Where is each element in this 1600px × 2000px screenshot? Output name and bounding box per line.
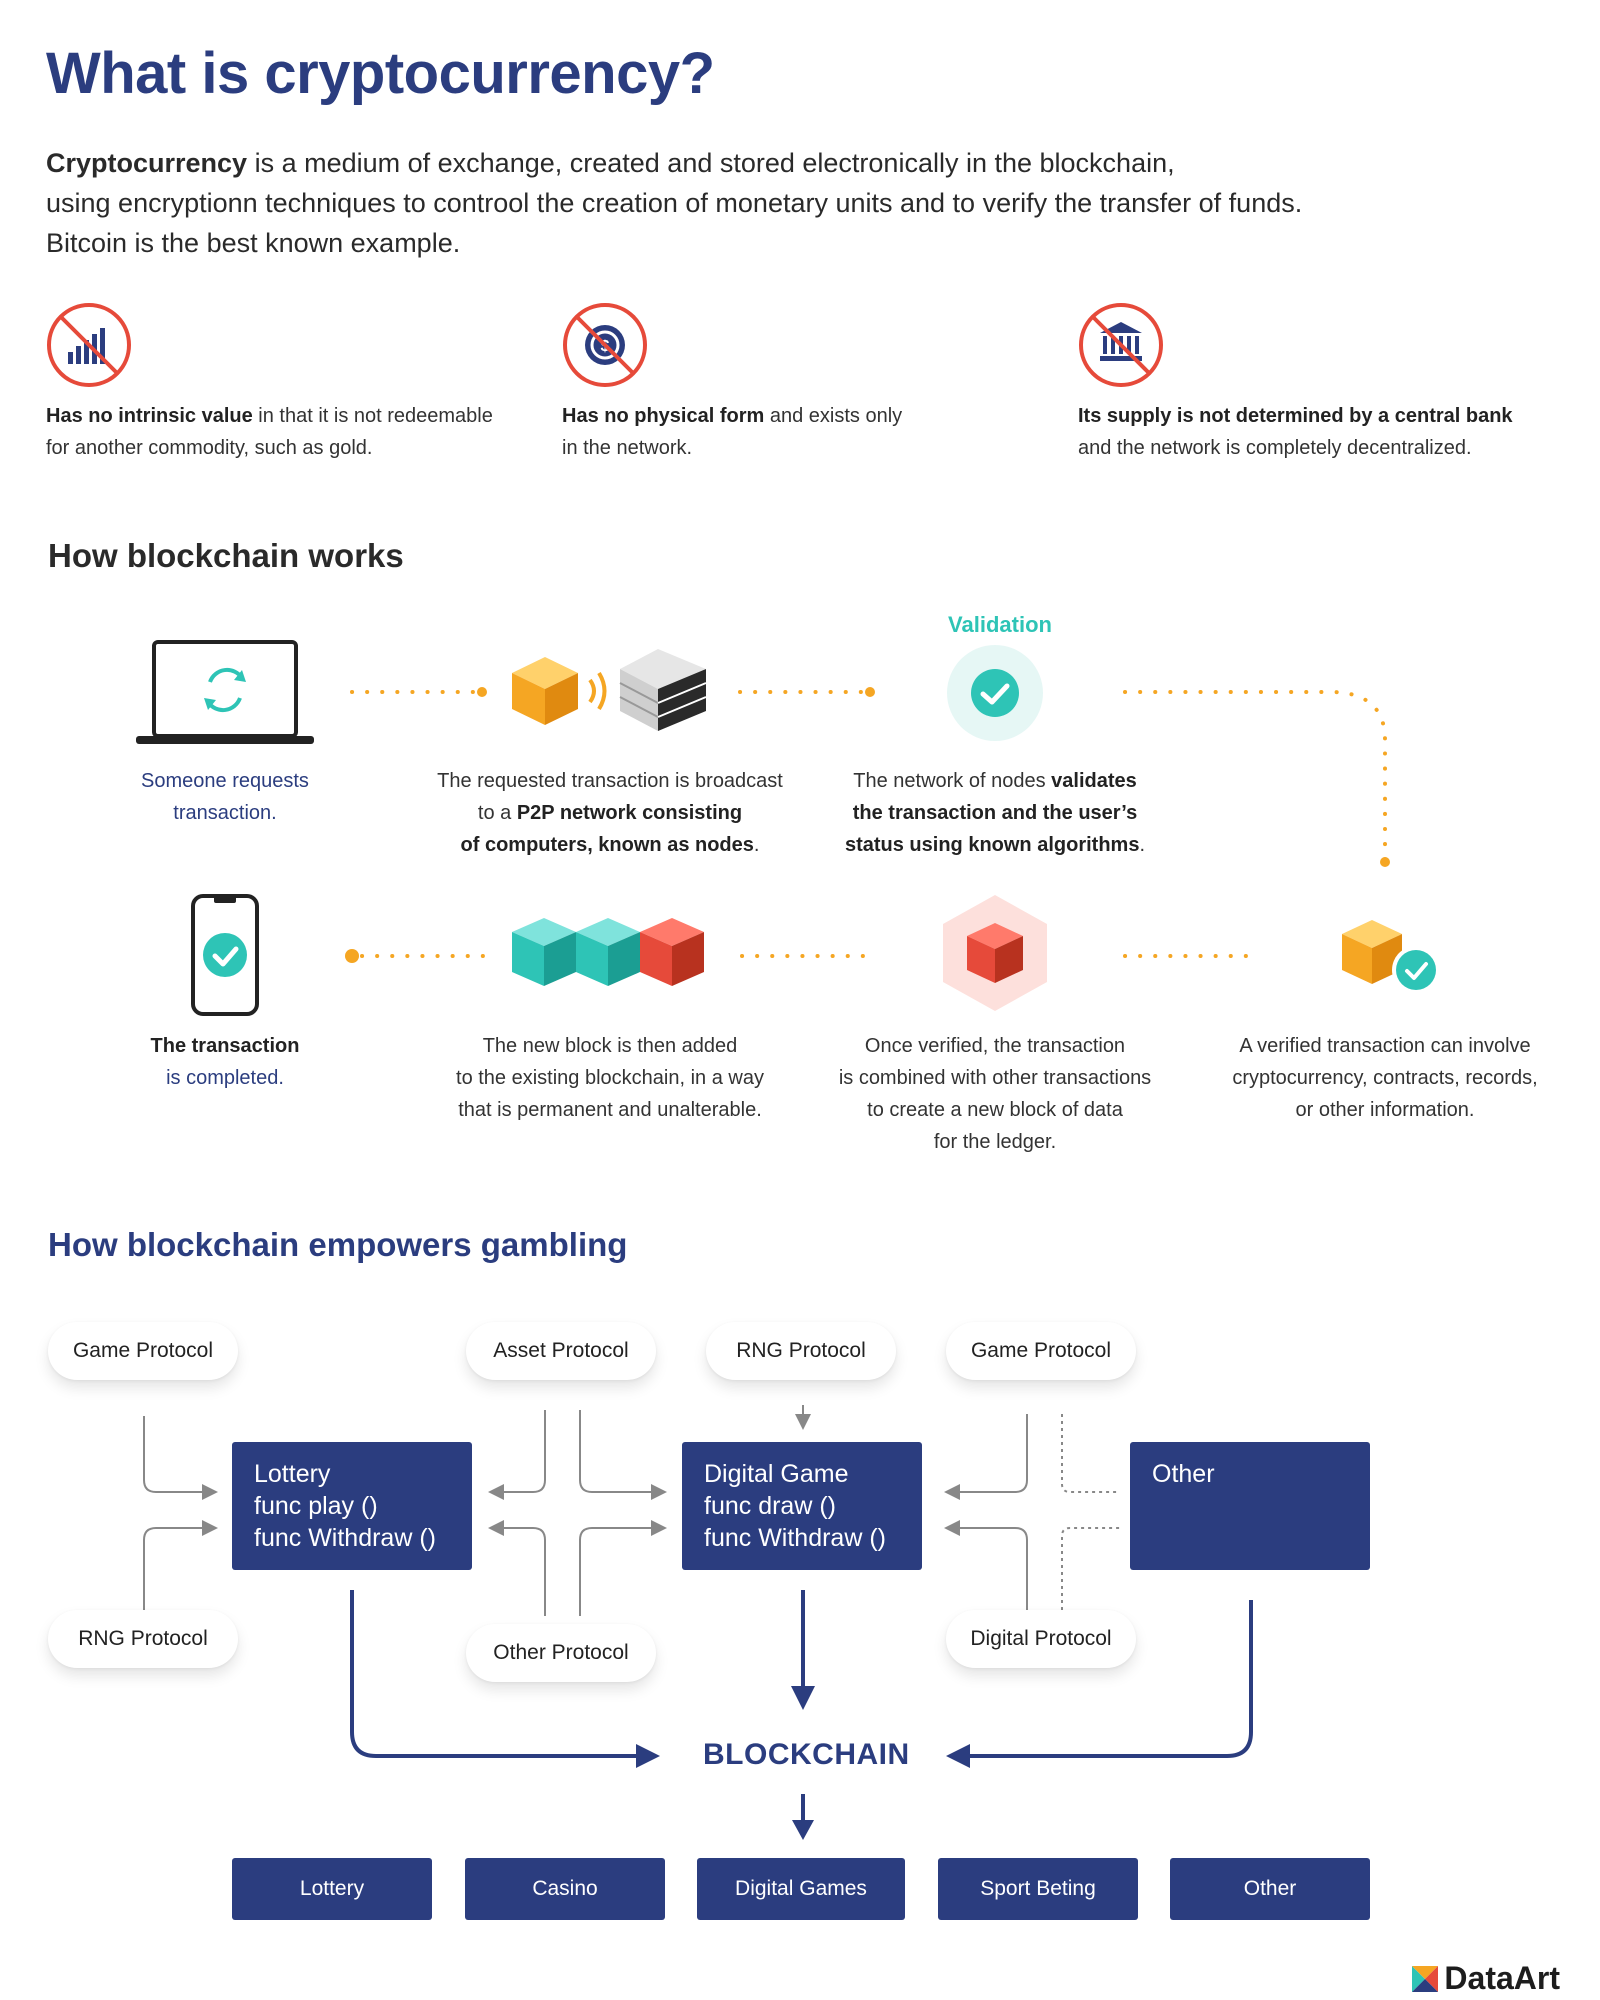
lottery-contract-box: Lottery func play () func Withdraw (): [232, 1442, 472, 1570]
verified-cube-icon: [1340, 916, 1450, 1001]
broadcast-cube-servers-icon: [510, 645, 710, 740]
rng-protocol-pill-bottom: RNG Protocol: [48, 1610, 238, 1668]
output-digital-games: Digital Games: [697, 1858, 905, 1920]
dataart-logo: DataArt: [1412, 1960, 1560, 1997]
blockchain-label: BLOCKCHAIN: [703, 1738, 910, 1771]
blockchain-down-arrow: [792, 1794, 814, 1840]
output-sport-beting: Sport Beting: [938, 1858, 1138, 1920]
phone-check-icon: [190, 893, 260, 1022]
gambling-heading: How blockchain empowers gambling: [48, 1226, 628, 1263]
intro-term: Cryptocurrency: [46, 148, 248, 178]
intro-line-2: using encryptionn techniques to controol…: [46, 188, 1303, 218]
intro-line-3: Bitcoin is the best known example.: [46, 228, 461, 258]
dataart-logo-icon: [1412, 1965, 1439, 1992]
other-protocol-pill: Other Protocol: [466, 1624, 656, 1682]
output-lottery: Lottery: [232, 1858, 432, 1920]
validation-check-icon: [945, 643, 1045, 748]
new-block-icon: [935, 893, 1055, 1018]
flow-connectors: [345, 687, 1390, 963]
blockchain-cubes-icon: [512, 912, 712, 999]
rng-protocol-pill-top: RNG Protocol: [706, 1322, 896, 1380]
laptop-icon: [134, 638, 316, 753]
feature-intrinsic-value: Has no intrinsic value in that it is not…: [46, 405, 493, 459]
game-protocol-pill-1: Game Protocol: [48, 1322, 238, 1380]
how-blockchain-heading: How blockchain works: [48, 537, 404, 574]
asset-protocol-pill: Asset Protocol: [466, 1322, 656, 1380]
feature-central-bank: Its supply is not determined by a centra…: [1078, 405, 1513, 459]
no-chart-icon: [46, 302, 132, 393]
page-title: What is cryptocurrency?: [46, 41, 715, 106]
digital-game-contract-box: Digital Game func draw () func Withdraw …: [682, 1442, 922, 1570]
no-coin-icon: $: [562, 302, 648, 393]
gambling-connectors: [143, 1405, 1253, 1768]
intro-line-1: Cryptocurrency is a medium of exchange, …: [46, 148, 1175, 178]
output-other: Other: [1170, 1858, 1370, 1920]
digital-protocol-pill: Digital Protocol: [946, 1610, 1136, 1668]
output-casino: Casino: [465, 1858, 665, 1920]
other-contract-box: Other: [1130, 1442, 1370, 1570]
no-bank-icon: [1078, 302, 1164, 393]
validation-label: Validation: [948, 612, 1052, 637]
game-protocol-pill-2: Game Protocol: [946, 1322, 1136, 1380]
